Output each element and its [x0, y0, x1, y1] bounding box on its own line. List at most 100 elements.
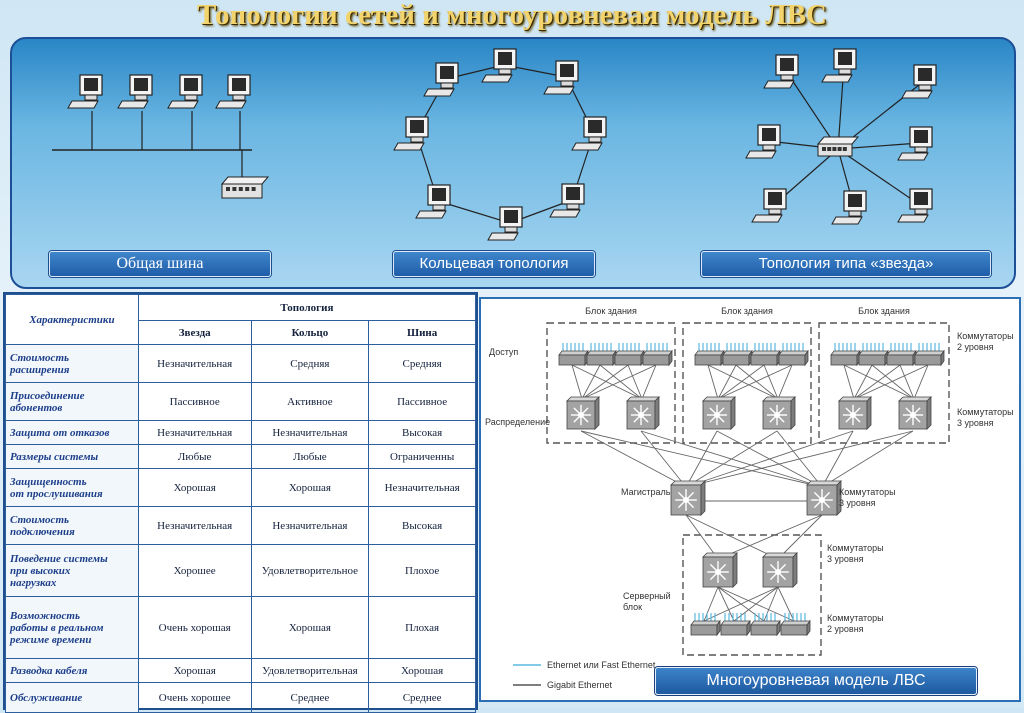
distribution-layer-label: Распределение	[485, 417, 550, 427]
table-cell: Среднее	[250, 682, 370, 713]
column-header-ring: Кольцо	[250, 320, 370, 345]
switch-l2-icon	[558, 343, 589, 367]
table-row: Возможность работы в реальном режиме вре…	[5, 596, 476, 659]
table-cell: Пассивное	[137, 382, 252, 421]
switch-l2-icon	[780, 613, 811, 637]
table-cell: Плохая	[368, 596, 476, 659]
table-cell: Средняя	[250, 344, 370, 383]
topology-comparison-table: Характеристики Топология Звезда Кольцо Ш…	[3, 292, 478, 713]
table-cell: Хорошая	[368, 658, 476, 683]
switch-l2-icon	[750, 613, 781, 637]
building-block-label: Блок здания	[721, 306, 773, 316]
computer-icon	[423, 62, 459, 97]
switch-l2-icon	[914, 343, 945, 367]
row-label: Присоединение абонентов	[5, 382, 139, 421]
table-cell: Очень хорошая	[137, 596, 252, 659]
table-cell: Активное	[250, 382, 370, 421]
row-label: Стоимость расширения	[5, 344, 139, 383]
table-cell: Хорошая	[137, 658, 252, 683]
switch-l2-icon	[720, 613, 751, 637]
building-block-frame	[818, 322, 950, 444]
switch-l2-icon	[690, 613, 721, 637]
row-label: Стоимость подключения	[5, 506, 139, 545]
switch-l2-icon	[614, 343, 645, 367]
switch-l2-icon	[694, 343, 725, 367]
computer-icon	[897, 126, 933, 161]
computer-icon	[897, 188, 933, 223]
table-cell: Незначительная	[250, 506, 370, 545]
switch-l3-icon	[626, 396, 660, 430]
topology-header: Топология	[137, 294, 477, 321]
row-label: Обслуживание	[5, 682, 139, 713]
building-block-frame	[682, 534, 822, 656]
table-cell: Среднее	[368, 682, 476, 713]
table-cell: Удовлетворительная	[250, 658, 370, 683]
computer-icon	[67, 74, 103, 109]
computer-icon	[571, 116, 607, 151]
switch-l3-icon	[806, 480, 842, 516]
table-cell: Незначительная	[137, 506, 252, 545]
table-cell: Пассивное	[368, 382, 476, 421]
table-cell: Незначительная	[137, 344, 252, 383]
table-cell: Любые	[250, 444, 370, 469]
table-cell: Хорошая	[250, 596, 370, 659]
switch-l3-icon	[762, 552, 798, 588]
access-layer-label: Доступ	[489, 347, 518, 357]
computer-icon	[751, 188, 787, 223]
row-label: Разводка кабеля	[5, 658, 139, 683]
computer-icon	[393, 116, 429, 151]
core-layer-label: Магистраль	[621, 487, 671, 497]
switch-l3-icon	[702, 552, 738, 588]
switch-l2-icon	[722, 343, 753, 367]
table-cell: Любые	[137, 444, 252, 469]
table-cell: Незначительная	[250, 420, 370, 445]
building-block-label: Блок здания	[858, 306, 910, 316]
switch-l3-icon	[898, 396, 932, 430]
computer-icon	[745, 124, 781, 159]
row-label: Поведение системы при высоких нагрузках	[5, 544, 139, 597]
switch-l2-icon	[778, 343, 809, 367]
topologies-illustration	[52, 48, 937, 241]
switch-l2-icon	[830, 343, 861, 367]
table-cell: Незначительная	[368, 468, 476, 507]
switch-l3-icon	[670, 480, 706, 516]
computer-icon	[543, 60, 579, 95]
table-cell: Хорошая	[250, 468, 370, 507]
column-header-star: Звезда	[137, 320, 252, 345]
switch-l3-icon	[566, 396, 600, 430]
building-block-frame	[682, 322, 812, 444]
building-block-frame	[546, 322, 676, 444]
computer-icon	[831, 190, 867, 225]
computer-icon	[821, 48, 857, 83]
ring-topology-caption: Кольцевая топология	[393, 251, 595, 277]
legend-ethernet-label: Ethernet или Fast Ethernet	[547, 660, 656, 670]
switch-l3-icon	[762, 396, 796, 430]
hub-icon	[220, 176, 270, 199]
table-cell: Ограниченны	[368, 444, 476, 469]
table-cell: Высокая	[368, 420, 476, 445]
table-cell: Средняя	[368, 344, 476, 383]
switch-l3-icon	[702, 396, 736, 430]
computer-icon	[901, 64, 937, 99]
switch-l2-icon	[858, 343, 889, 367]
table-cell: Незначительная	[137, 420, 252, 445]
table-cell: Хорошее	[137, 544, 252, 597]
topologies-panel: Общая шина Кольцевая топология Топология…	[10, 37, 1016, 289]
column-header-bus: Шина	[368, 320, 476, 345]
row-label: Возможность работы в реальном режиме вре…	[5, 596, 139, 659]
